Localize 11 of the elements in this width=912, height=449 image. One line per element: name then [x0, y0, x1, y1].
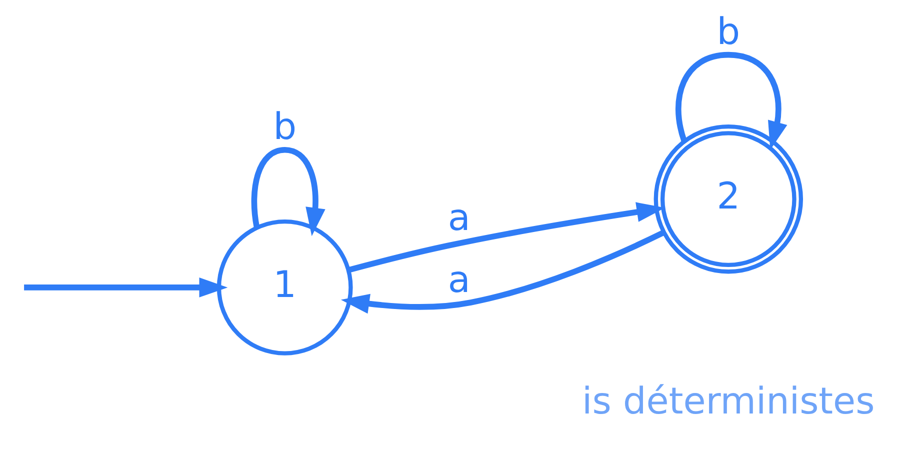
edge-label: a	[448, 196, 470, 240]
label: is déterministes	[582, 380, 875, 423]
arrow	[251, 146, 326, 236]
edge-label: b	[273, 105, 296, 148]
edge-label: b	[716, 10, 740, 54]
edge-label: a	[448, 258, 470, 301]
arrow	[340, 230, 665, 314]
arrow	[676, 52, 788, 150]
node-circle: 1	[216, 220, 353, 356]
arrow	[24, 278, 228, 298]
node-circle: 2	[654, 124, 804, 274]
